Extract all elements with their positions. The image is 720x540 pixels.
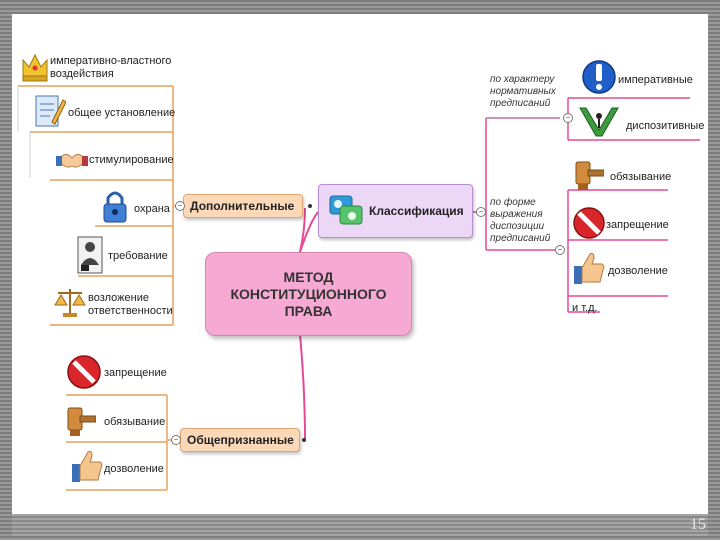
leaf-general-prohibition[interactable]: запрещение bbox=[104, 367, 167, 379]
leaf-general-permission[interactable]: дозволение bbox=[104, 463, 164, 475]
branch-generally-accepted[interactable]: Общепризнанные bbox=[180, 428, 300, 452]
fork-figure-icon bbox=[579, 107, 619, 137]
prohibition-icon bbox=[67, 355, 101, 389]
general-links bbox=[66, 394, 180, 491]
leaf-imperative[interactable]: императивные bbox=[618, 74, 693, 86]
person-card-icon bbox=[77, 236, 103, 274]
branch-additional[interactable]: Дополнительные bbox=[183, 194, 303, 218]
gavel-icon bbox=[67, 407, 96, 436]
collapse-form-toggle[interactable]: − bbox=[555, 245, 565, 255]
branch-classification-label: Классификация bbox=[369, 204, 464, 218]
leaf-general-establishment[interactable]: общее установление bbox=[68, 107, 176, 119]
leaf-form-permission[interactable]: дозволение bbox=[608, 265, 668, 277]
gavel-icon bbox=[575, 161, 604, 190]
collapse-additional-toggle[interactable]: − bbox=[175, 201, 185, 211]
bottom-bar bbox=[12, 514, 708, 536]
leaf-frames bbox=[17, 86, 31, 178]
handshake-icon bbox=[56, 154, 88, 168]
classification-group-form[interactable]: по форме выражения диспозиции предписани… bbox=[490, 197, 551, 244]
leaf-protection[interactable]: охрана bbox=[134, 203, 170, 215]
leaf-form-etc[interactable]: и т.д. bbox=[572, 302, 598, 314]
link-center-general bbox=[299, 333, 306, 441]
leaf-form-obligation[interactable]: обязывание bbox=[610, 171, 672, 183]
padlock-icon bbox=[103, 191, 127, 223]
center-node-title[interactable]: МЕТОД КОНСТИТУЦИОННОГО ПРАВА bbox=[205, 252, 412, 336]
scales-icon bbox=[54, 289, 86, 317]
collapse-general-toggle[interactable]: − bbox=[171, 435, 181, 445]
network-icon bbox=[329, 195, 363, 225]
collapse-classification-toggle[interactable]: − bbox=[476, 207, 486, 217]
branch-general-dot bbox=[302, 438, 306, 442]
thumbs-up-icon bbox=[72, 451, 103, 482]
branch-additional-dot bbox=[308, 204, 312, 208]
leaf-stimulation[interactable]: стимулирование bbox=[89, 154, 174, 166]
collapse-nature-toggle[interactable]: − bbox=[563, 113, 573, 123]
document-pen-icon bbox=[35, 95, 66, 127]
leaf-form-prohibition[interactable]: запрещение bbox=[606, 219, 669, 231]
prohibition-icon bbox=[573, 207, 605, 239]
exclamation-icon bbox=[582, 60, 616, 94]
page-number: 15 bbox=[690, 516, 706, 533]
link-center-classification bbox=[299, 211, 319, 253]
branch-additional-label: Дополнительные bbox=[190, 199, 295, 213]
classification-group-nature[interactable]: по характеру нормативных предписаний bbox=[490, 74, 556, 109]
leaf-liability[interactable]: возложение ответственности bbox=[88, 292, 173, 317]
leaf-requirement[interactable]: требование bbox=[108, 250, 168, 262]
leaf-imperative-authority[interactable]: императивно-властного воздействия bbox=[50, 55, 172, 80]
thumbs-up-icon bbox=[574, 253, 605, 284]
branch-general-label: Общепризнанные bbox=[187, 433, 294, 447]
crown-icon bbox=[22, 53, 48, 82]
leaf-general-obligation[interactable]: обязывание bbox=[104, 416, 166, 428]
leaf-dispositive[interactable]: диспозитивные bbox=[626, 120, 705, 132]
